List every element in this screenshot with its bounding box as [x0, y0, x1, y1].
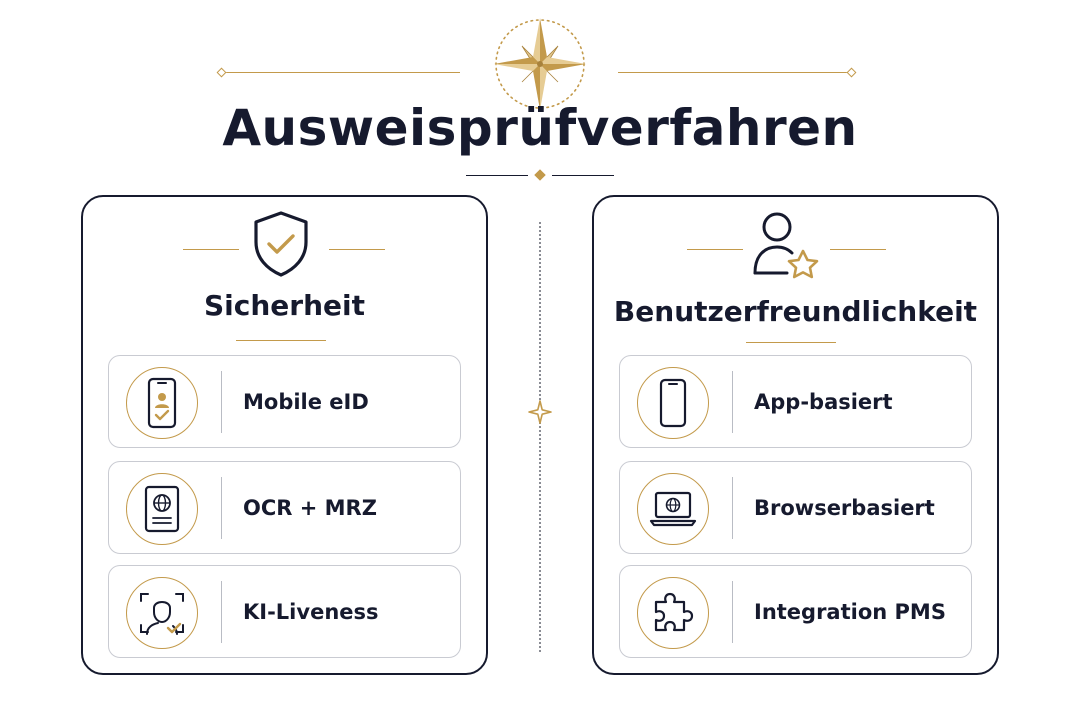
- item-divider: [221, 371, 222, 433]
- panel-benutzerfreundlichkeit: Benutzerfreundlichkeit App-basiert Brows…: [592, 195, 999, 675]
- panel-head-rule-right: [830, 249, 886, 250]
- sparkle-icon: [528, 400, 552, 424]
- item-divider: [221, 581, 222, 643]
- item-label: KI-Liveness: [243, 600, 379, 624]
- panel-sicherheit: Sicherheit Mobile eID: [81, 195, 488, 675]
- title-rule-diamond: [534, 169, 546, 181]
- item-icon-circle: [637, 577, 709, 649]
- item-label: Mobile eID: [243, 390, 369, 414]
- user-star-icon: [753, 212, 819, 279]
- compass-rose-icon: [494, 18, 586, 110]
- panel-head-rule-right: [329, 249, 385, 250]
- panel-underline: [746, 342, 836, 343]
- face-scan-icon: [140, 593, 184, 635]
- item-label: OCR + MRZ: [243, 496, 377, 520]
- title-rule-left: [466, 175, 528, 176]
- item-icon-circle: [126, 577, 198, 649]
- item-label: Browserbasiert: [754, 496, 935, 520]
- panel-title: Sicherheit: [204, 289, 365, 322]
- item-label: Integration PMS: [754, 600, 946, 624]
- panel-head-rule-left: [183, 249, 239, 250]
- title-rule-right: [552, 175, 614, 176]
- item-icon-circle: [126, 473, 198, 545]
- item-icon-circle: [126, 367, 198, 439]
- panel-title: Benutzerfreundlichkeit: [613, 295, 978, 328]
- header-rule-left-diamond: [216, 67, 227, 78]
- item-icon-circle: [637, 473, 709, 545]
- item-icon-circle: [637, 367, 709, 439]
- item-divider: [732, 371, 733, 433]
- smartphone-icon: [659, 378, 687, 428]
- item-divider: [732, 581, 733, 643]
- header-rule-right: [618, 72, 852, 73]
- list-item-ocr-mrz: OCR + MRZ: [108, 461, 461, 554]
- phone-user-check-icon: [147, 377, 177, 429]
- list-item-integration-pms: Integration PMS: [619, 565, 972, 658]
- list-item-app-basiert: App-basiert: [619, 355, 972, 448]
- panel-underline: [236, 340, 326, 341]
- panel-head-rule-left: [687, 249, 743, 250]
- list-item-ki-liveness: KI-Liveness: [108, 565, 461, 658]
- center-divider: [539, 222, 541, 652]
- laptop-globe-icon: [649, 491, 697, 527]
- header-rule-right-diamond: [846, 67, 857, 78]
- item-divider: [221, 477, 222, 539]
- header-rule-left: [222, 72, 460, 73]
- puzzle-icon: [654, 592, 694, 632]
- passport-icon: [144, 485, 180, 533]
- item-label: App-basiert: [754, 390, 893, 414]
- page-title: Ausweisprüfverfahren: [222, 99, 858, 157]
- list-item-mobile-eid: Mobile eID: [108, 355, 461, 448]
- item-divider: [732, 477, 733, 539]
- shield-check-icon: [254, 211, 308, 277]
- list-item-browserbasiert: Browserbasiert: [619, 461, 972, 554]
